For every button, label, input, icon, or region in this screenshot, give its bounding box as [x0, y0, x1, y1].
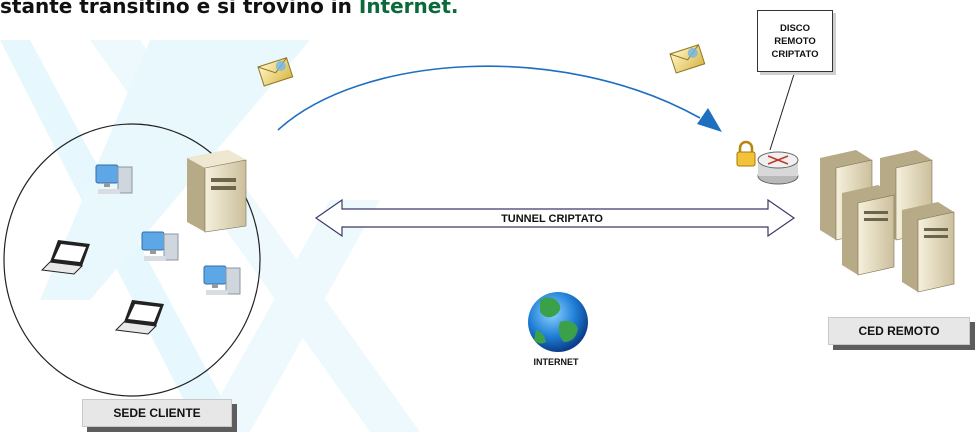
encrypted-tunnel-arrow	[314, 198, 796, 238]
desktop-computer-icon	[141, 231, 179, 261]
client-site-boundary	[3, 123, 261, 397]
callout-line: CRIPTATO	[771, 48, 819, 60]
lock-icon	[736, 140, 756, 167]
caption-text: stante transitino e si trovino in	[0, 0, 359, 18]
server-icon	[187, 150, 247, 233]
envelope-icon	[669, 44, 706, 74]
laptop-icon	[40, 240, 90, 275]
transfer-arrow	[277, 65, 701, 131]
top-caption: stante transitino e si trovino in Intern…	[0, 0, 459, 18]
desktop-computer-icon	[203, 265, 241, 295]
encrypted-disk-callout: DISCO REMOTO CRIPTATO	[757, 10, 833, 72]
globe-icon	[528, 292, 588, 352]
desktop-computer-icon	[95, 164, 133, 194]
callout-line: REMOTO	[774, 35, 816, 47]
callout-line: DISCO	[779, 22, 811, 34]
client-site-label: SEDE CLIENTE	[82, 399, 232, 427]
remote-ced-label: CED REMOTO	[828, 317, 970, 345]
tunnel-label: TUNNEL CRIPTATO	[501, 213, 603, 225]
router-icon	[757, 151, 799, 185]
internet-label: INTERNET	[534, 357, 580, 367]
server-cluster-icon	[820, 150, 955, 293]
callout-leader-line	[769, 70, 796, 151]
laptop-icon	[114, 300, 164, 335]
caption-highlight: Internet.	[358, 0, 459, 18]
envelope-icon	[257, 57, 294, 87]
transfer-arrowhead	[697, 108, 722, 132]
